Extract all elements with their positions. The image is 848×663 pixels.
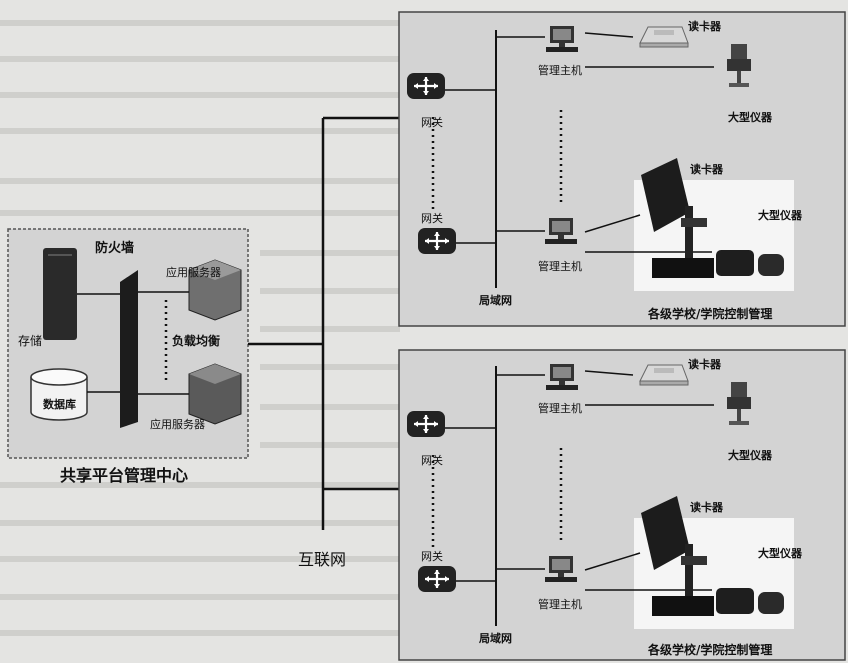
app-server-top-label: 应用服务器 — [166, 265, 221, 279]
host-top-label: 管理主机 — [538, 401, 582, 415]
school-group-1: 网关 网关 管理主机 管理主机 读卡器 大型仪器 读卡器 大型仪器 局域网 各级… — [399, 12, 845, 326]
host-top-label: 管理主机 — [538, 63, 582, 77]
gateway-top-icon — [407, 73, 445, 99]
load-balance-label: 负载均衡 — [172, 333, 220, 348]
reader-bottom-label: 读卡器 — [690, 500, 724, 514]
instrument-top-label: 大型仪器 — [728, 448, 773, 462]
card-reader-top-icon — [640, 27, 688, 47]
storage-icon — [43, 248, 77, 340]
firewall-icon — [120, 270, 138, 428]
host-bottom-label: 管理主机 — [538, 597, 582, 611]
gateway-bottom-label: 网关 — [421, 549, 443, 563]
host-computer-bottom-icon — [545, 218, 577, 244]
host-computer-bottom-icon — [545, 556, 577, 582]
group-title: 各级学校/学院控制管理 — [647, 642, 772, 657]
card-reader-top-icon — [640, 365, 688, 385]
instrument-bottom-label: 大型仪器 — [758, 546, 803, 560]
app-server-bottom-label: 应用服务器 — [150, 417, 205, 431]
gateway-bottom-label: 网关 — [421, 211, 443, 225]
gateway-bottom-icon — [418, 566, 456, 592]
reader-bottom-label: 读卡器 — [690, 162, 724, 176]
database-label: 数据库 — [43, 397, 76, 411]
instrument-bottom-label: 大型仪器 — [758, 208, 803, 222]
storage-label: 存储 — [18, 333, 42, 348]
school-group-2: 网关 网关 管理主机 管理主机 读卡器 大型仪器 读卡器 大型仪器 局域网 各级… — [399, 350, 845, 660]
lan-label: 局域网 — [478, 293, 512, 307]
host-computer-top-icon — [546, 26, 578, 52]
internet-backbone — [248, 118, 399, 530]
gateway-top-label: 网关 — [421, 115, 443, 129]
gateway-top-icon — [407, 411, 445, 437]
internet-label: 互联网 — [298, 550, 346, 569]
app-server-bottom-icon — [189, 364, 241, 424]
group-title: 各级学校/学院控制管理 — [647, 306, 772, 321]
lan-label: 局域网 — [478, 631, 512, 645]
center-title: 共享平台管理中心 — [60, 466, 188, 485]
management-center-panel: 防火墙 存储 数据库 应用服务器 负载均衡 应用服务器 — [8, 229, 248, 458]
host-bottom-label: 管理主机 — [538, 259, 582, 273]
gateway-top-label: 网关 — [421, 453, 443, 467]
reader-top-label: 读卡器 — [688, 19, 722, 33]
reader-top-label: 读卡器 — [688, 357, 722, 371]
host-computer-top-icon — [546, 364, 578, 390]
firewall-label: 防火墙 — [95, 240, 134, 256]
instrument-top-label: 大型仪器 — [728, 110, 773, 124]
gateway-bottom-icon — [418, 228, 456, 254]
database-icon — [31, 369, 87, 420]
